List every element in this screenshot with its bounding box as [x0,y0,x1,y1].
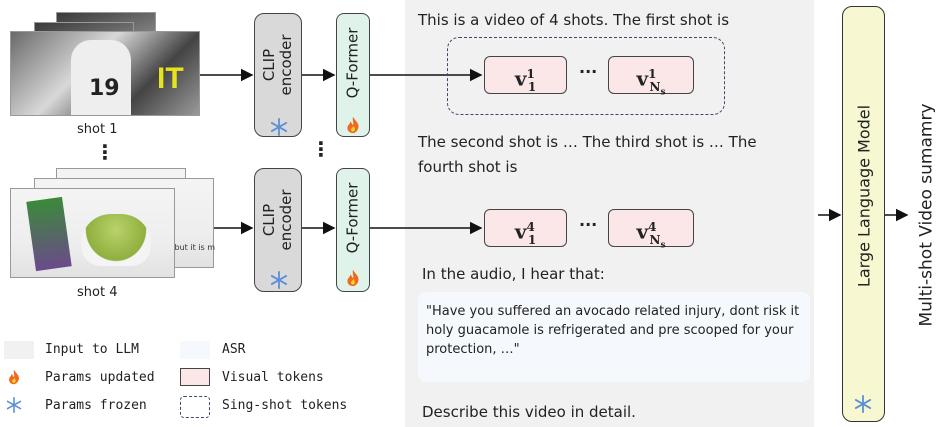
shots-vertical-ellipsis: ⋮ [95,140,115,164]
fire-icon [347,269,359,287]
qformer-shot4: Q-Former [336,168,370,292]
visual-token-shot4-last: v4Ns [608,209,694,250]
shot4-caption-text: but it is m [174,243,215,252]
shot1-person [71,40,131,115]
shot1-overlay-text: IT [157,62,184,95]
legend-swatch-visual-tokens [180,368,210,386]
visual-token-shot1-first: v11 [484,56,567,94]
snowflake-icon [6,397,22,413]
final-instruction-text: Describe this video in detail. [422,403,636,421]
qformer-shot1: Q-Former [336,13,370,137]
output-label-wrap: Multi-shot Video sumamry [912,60,942,370]
legend-label-params-frozen: Params frozen [45,398,147,413]
snowflake-icon [270,271,288,289]
token-ellipsis: ··· [579,215,598,234]
legend-label-params-updated: Params updated [45,370,155,385]
output-label: Multi-shot Video sumamry [916,103,937,327]
legend-swatch-asr [180,341,210,359]
asr-transcript-box: "Have you suffered an avocado related in… [418,292,810,382]
shot4-bowl [81,214,151,266]
legend-swatch-input [4,341,34,359]
legend-swatch-single-shot-tokens [180,396,210,418]
legend-label-single-shot-tokens: Sing-shot tokens [222,398,348,413]
shot1-label: shot 1 [77,122,118,137]
single-shot-token-group [447,37,725,115]
legend-label-input: Input to LLM [45,342,139,357]
snowflake-icon [854,395,872,413]
fire-icon [347,116,359,134]
shot4-frame-front [10,188,175,278]
token-ellipsis: ··· [579,62,598,81]
prompt-line-3: fourth shot is [418,158,518,176]
encoders-vertical-ellipsis: ⋮ [311,137,331,161]
fire-icon [9,369,19,385]
shot1-jersey-number: 19 [89,76,120,101]
llm-label: Large Language Model [854,104,873,288]
prompt-line-2: The second shot is … The third shot is …… [418,133,757,151]
legend-label-visual-tokens: Visual tokens [222,370,324,385]
snowflake-icon [270,118,288,136]
large-language-model-block: Large Language Model [842,6,885,422]
visual-token-shot4-first: v41 [484,209,567,247]
asr-transcript-text: "Have you suffered an avocado related in… [426,304,800,357]
visual-token-shot1-last: v1Ns [608,56,694,97]
shot1-frame-front: 19 IT [10,31,200,116]
legend-label-asr: ASR [222,342,246,357]
audio-intro-text: In the audio, I hear that: [422,265,605,283]
shot4-label: shot 4 [77,285,118,300]
prompt-line-1: This is a video of 4 shots. The first sh… [418,11,730,29]
